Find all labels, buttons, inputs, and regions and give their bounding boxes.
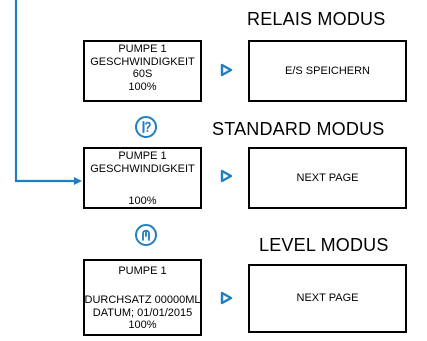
standard-display-box: PUMPE 1 GESCHWINDIGKEIT 100% [83, 147, 202, 209]
level-action-box[interactable]: NEXT PAGE [248, 264, 407, 333]
display-line: 60S [132, 68, 153, 80]
section-title-level: LEVEL MODUS [259, 235, 389, 255]
chevron-right-icon[interactable] [220, 169, 234, 183]
display-line: 100% [128, 80, 157, 93]
display-line: DATUM; 01/01/2015 [92, 306, 193, 319]
display-line: PUMPE 1 [118, 265, 167, 277]
display-line: GESCHWINDIGKEIT [90, 162, 195, 175]
action-label: NEXT PAGE [296, 292, 359, 305]
finger-press-icon[interactable] [134, 223, 158, 247]
action-label: E/S SPEICHERN [285, 64, 370, 77]
relais-display-box: PUMPE 1 GESCHWINDIGKEIT 60S 100% [83, 40, 202, 102]
help-question-icon[interactable] [134, 115, 158, 139]
section-title-standard: STANDARD MODUS [212, 119, 385, 139]
display-line: GESCHWINDIGKEIT [90, 55, 195, 68]
section-title-relais: RELAIS MODUS [247, 9, 386, 29]
display-line: DURCHSATZ 00000ML [84, 294, 201, 306]
relais-action-box[interactable]: E/S SPEICHERN [248, 40, 407, 102]
level-display-box: PUMPE 1 DURCHSATZ 00000ML DATUM; 01/01/2… [83, 259, 202, 336]
display-line: 100% [128, 319, 157, 331]
chevron-right-icon[interactable] [220, 291, 234, 305]
display-line: PUMPE 1 [118, 150, 167, 162]
standard-action-box[interactable]: NEXT PAGE [248, 147, 407, 209]
display-line: PUMPE 1 [118, 43, 167, 55]
action-label: NEXT PAGE [296, 171, 359, 184]
display-line: 100% [128, 194, 157, 207]
chevron-right-icon[interactable] [220, 63, 234, 77]
